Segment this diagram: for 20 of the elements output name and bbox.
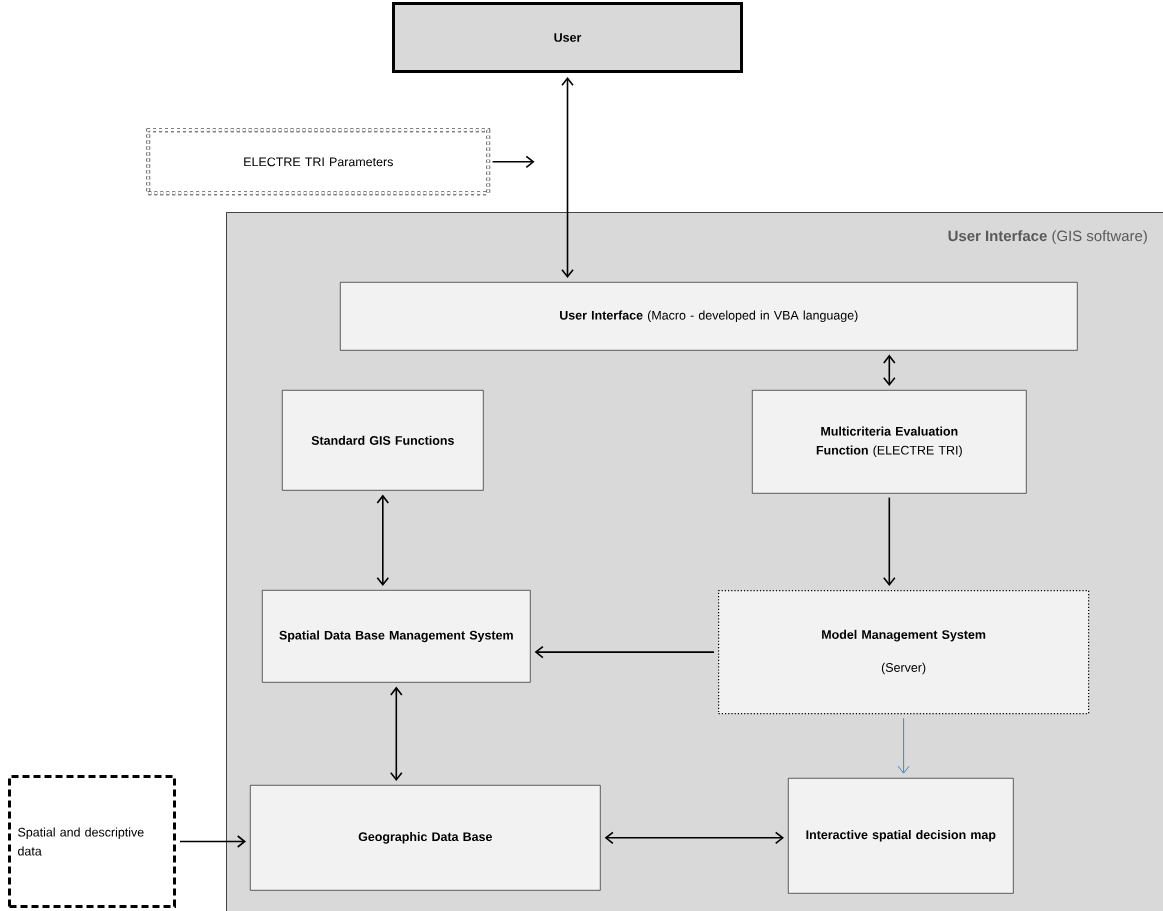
arrow — [883, 496, 896, 586]
process-box: Spatial Data Base Management System — [262, 590, 531, 683]
user-box: User — [392, 2, 743, 73]
process-box: User Interface (Macro - developed in VBA language) — [340, 282, 1078, 351]
process-box: Multicriteria Evaluation Function (ELECTRE TRI) — [752, 390, 1027, 494]
arrow — [883, 354, 896, 386]
data-box: Spatial and descriptive data — [8, 775, 176, 908]
arrow — [390, 686, 403, 781]
arrow — [491, 155, 535, 169]
process-box: Model Management System (Server) — [718, 590, 1090, 715]
process-box: Standard GIS Functions — [282, 390, 484, 491]
arrow — [376, 494, 390, 586]
arrow — [897, 717, 910, 774]
arrow — [604, 831, 784, 845]
arrow — [561, 77, 574, 278]
arrow — [534, 645, 715, 659]
process-box: Geographic Data Base — [250, 785, 601, 891]
process-box: Interactive spatial decision map — [788, 778, 1014, 894]
arrow — [179, 835, 246, 848]
parameters-box: ELECTRE TRI Parameters — [146, 128, 491, 196]
